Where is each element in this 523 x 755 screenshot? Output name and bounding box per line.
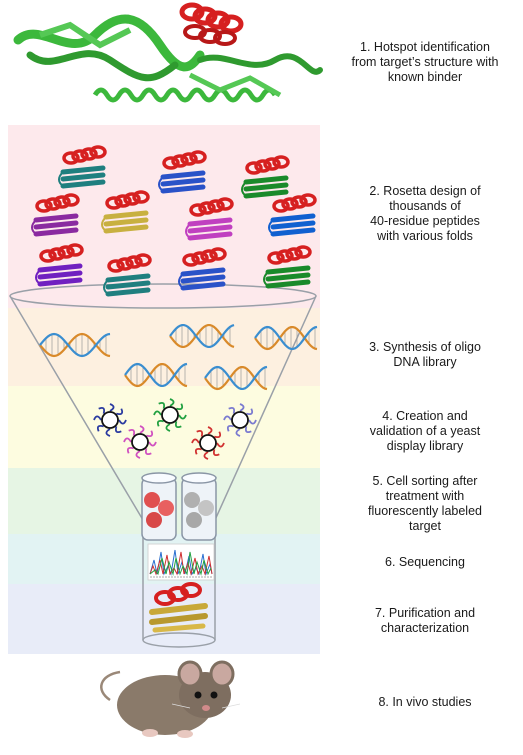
- dna-helix-icon: [169, 323, 235, 349]
- peptide-fold-icon: [31, 193, 80, 237]
- peptide-fold-icon: [35, 243, 84, 287]
- dna-helix-icon: [124, 362, 188, 388]
- step-2-line: 2. Rosetta design of: [369, 184, 481, 198]
- step-4-line: validation of a yeast: [369, 424, 481, 438]
- mouse-icon: [100, 660, 241, 738]
- sorting-tube-icon: [141, 472, 217, 541]
- step-7-label: 7. Purification and characterization: [330, 606, 520, 636]
- peptide-fold-icons: [31, 145, 317, 297]
- step-2-line: thousands of: [389, 199, 461, 213]
- binder-helix-icon: [179, 2, 244, 46]
- step-2-line: 40-residue peptides: [370, 214, 480, 228]
- step-3-line: 3. Synthesis of oligo: [369, 340, 481, 354]
- dna-helix-icon: [254, 325, 318, 351]
- yeast-cell-icon: [191, 426, 225, 460]
- peptide-fold-icon: [101, 190, 150, 234]
- peptide-fold-icon: [268, 193, 317, 237]
- band-library: [8, 386, 320, 468]
- purified-peptide-icon: [149, 582, 208, 633]
- dna-helix-icon: [39, 332, 111, 358]
- dna-library-icons: [39, 323, 318, 391]
- band-synthesis: [8, 308, 320, 388]
- step-7-line: characterization: [380, 621, 470, 635]
- peptide-fold-icon: [263, 245, 312, 289]
- step-6-label: 6. Sequencing: [330, 555, 520, 570]
- step-3-line: DNA library: [393, 355, 457, 369]
- peptide-fold-icon: [58, 145, 107, 189]
- step-1-line: 1. Hotspot identification: [360, 40, 490, 54]
- step-5-line: treatment with: [385, 489, 465, 503]
- step-6-line: 6. Sequencing: [385, 555, 465, 569]
- step-7-line: 7. Purification and: [374, 606, 476, 620]
- step-8-label: 8. In vivo studies: [330, 695, 520, 710]
- step-5-line: target: [409, 519, 441, 533]
- step-5-line: 5. Cell sorting after: [372, 474, 478, 488]
- yeast-cell-icon: [123, 425, 157, 459]
- yeast-cell-icon: [153, 398, 187, 432]
- step-4-label: 4. Creation and validation of a yeast di…: [330, 409, 520, 454]
- peptide-fold-icon: [178, 247, 227, 291]
- sequencing-trace-icon: [147, 543, 215, 581]
- peptide-fold-icon: [185, 197, 234, 241]
- step-4-line: display library: [386, 439, 464, 453]
- protein-structure-icon: [13, 2, 323, 103]
- step-1-label: 1. Hotspot identification from target’s …: [330, 40, 520, 85]
- step-2-line: with various folds: [377, 229, 473, 243]
- yeast-library-icons: [93, 398, 257, 460]
- yeast-cell-icon: [223, 403, 257, 437]
- step-4-line: 4. Creation and: [382, 409, 468, 423]
- peptide-fold-icon: [241, 155, 290, 199]
- step-1-line: known binder: [387, 70, 463, 84]
- step-8-line: 8. In vivo studies: [378, 695, 472, 709]
- step-5-line: fluorescently labeled: [368, 504, 482, 518]
- step-2-label: 2. Rosetta design of thousands of 40-res…: [330, 184, 520, 244]
- peptide-fold-icon: [158, 150, 207, 194]
- dna-helix-icon: [204, 365, 268, 391]
- step-5-label: 5. Cell sorting after treatment with flu…: [330, 474, 520, 534]
- step-1-line: from target’s structure with: [351, 55, 499, 69]
- yeast-cell-icon: [93, 403, 127, 437]
- step-3-label: 3. Synthesis of oligo DNA library: [330, 340, 520, 370]
- peptide-fold-icon: [103, 253, 152, 297]
